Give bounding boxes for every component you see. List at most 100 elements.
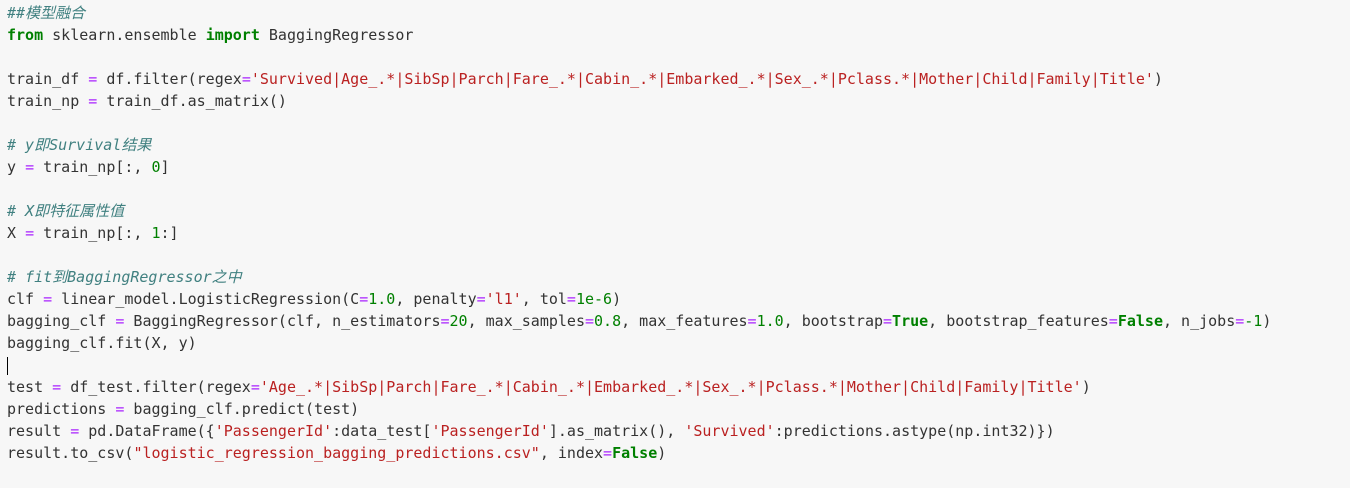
- code-token: # X即特征属性值: [7, 202, 125, 220]
- code-token: , penalty: [395, 290, 477, 308]
- code-line[interactable]: result.to_csv("logistic_regression_baggi…: [7, 442, 1350, 464]
- code-token: train_np[:,: [34, 224, 152, 242]
- code-line[interactable]: from sklearn.ensemble import BaggingRegr…: [7, 24, 1350, 46]
- code-token: 20: [449, 312, 468, 330]
- code-token: , bootstrap_features: [928, 312, 1109, 330]
- code-token: =: [359, 290, 369, 308]
- code-token: predictions: [7, 400, 116, 418]
- code-token: 'Survived|Age_.*|SibSp|Parch|Fare_.*|Cab…: [250, 70, 1154, 88]
- code-line[interactable]: bagging_clf.fit(X, y): [7, 332, 1350, 354]
- code-token: 'Survived': [684, 422, 775, 440]
- code-line[interactable]: result = pd.DataFrame({'PassengerId':dat…: [7, 420, 1350, 442]
- code-token: =: [603, 444, 613, 462]
- code-token: =: [88, 70, 98, 88]
- code-token: , n_jobs: [1162, 312, 1236, 330]
- code-line[interactable]: y = train_np[:, 0]: [7, 156, 1350, 178]
- code-token: linear_model.LogisticRegression(C: [52, 290, 360, 308]
- code-token: 'PassengerId': [431, 422, 549, 440]
- code-token: BaggingRegressor: [259, 26, 414, 44]
- code-token: train_df: [7, 70, 89, 88]
- code-token: 1: [151, 224, 161, 242]
- code-token: =: [115, 400, 125, 418]
- code-token: =: [584, 312, 595, 330]
- code-token: df.filter(regex: [97, 70, 242, 88]
- code-token: , bootstrap: [783, 312, 884, 330]
- code-token: =: [115, 312, 125, 330]
- code-token: =: [883, 312, 893, 330]
- code-token: :data_test[: [332, 422, 432, 440]
- code-token: # fit到BaggingRegressor之中: [7, 268, 242, 286]
- code-token: True: [892, 312, 929, 330]
- code-line[interactable]: [7, 46, 1350, 68]
- code-token: train_np: [7, 92, 89, 110]
- code-token: train_np[:,: [34, 158, 152, 176]
- code-line[interactable]: [7, 244, 1350, 266]
- code-token: =: [1235, 312, 1245, 330]
- code-token: # y即Survival结果: [7, 136, 152, 154]
- code-token: =: [25, 224, 35, 242]
- code-token: ): [612, 290, 622, 308]
- code-token: ]: [160, 158, 170, 176]
- code-line[interactable]: # X即特征属性值: [7, 200, 1350, 222]
- code-token: =: [476, 290, 486, 308]
- code-area[interactable]: ##模型融合 from sklearn.ensemble import Baggi…: [7, 2, 1350, 464]
- code-token: 'Age_.*|SibSp|Parch|Fare_.*|Cabin_.*|Emb…: [259, 378, 1082, 396]
- code-line[interactable]: # y即Survival结果: [7, 134, 1350, 156]
- code-token: 'PassengerId': [214, 422, 333, 440]
- code-token: BaggingRegressor(clf, n_estimators: [124, 312, 441, 330]
- code-token: =: [43, 290, 53, 308]
- code-token: bagging_clf.fit(X, y): [7, 334, 197, 352]
- code-token: =: [241, 70, 251, 88]
- code-token: , max_features: [621, 312, 748, 330]
- code-token: 'l1': [485, 290, 522, 308]
- code-line[interactable]: train_np = train_df.as_matrix(): [7, 90, 1350, 112]
- code-token: =: [52, 378, 62, 396]
- code-token: "logistic_regression_bagging_predictions…: [133, 444, 540, 462]
- code-line[interactable]: test = df_test.filter(regex='Age_.*|SibS…: [7, 376, 1350, 398]
- code-token: df_test.filter(regex: [61, 378, 251, 396]
- code-line[interactable]: bagging_clf = BaggingRegressor(clf, n_es…: [7, 310, 1350, 332]
- code-token: =: [88, 92, 98, 110]
- code-token: ].as_matrix(),: [548, 422, 685, 440]
- code-token: , index: [539, 444, 604, 462]
- code-line[interactable]: clf = linear_model.LogisticRegression(C=…: [7, 288, 1350, 310]
- code-line[interactable]: X = train_np[:, 1:]: [7, 222, 1350, 244]
- code-token: bagging_clf.predict(test): [124, 400, 360, 418]
- code-token: result.to_csv(: [7, 444, 134, 462]
- code-token: -1: [1244, 312, 1263, 330]
- text-cursor: [7, 356, 8, 375]
- code-token: 0.8: [594, 312, 622, 330]
- code-token: False: [612, 444, 658, 462]
- code-line[interactable]: train_df = df.filter(regex='Survived|Age…: [7, 68, 1350, 90]
- code-token: test: [7, 378, 53, 396]
- code-token: result: [7, 422, 71, 440]
- code-line[interactable]: [7, 178, 1350, 200]
- code-token: y: [7, 158, 26, 176]
- code-token: 1.0: [756, 312, 784, 330]
- code-line[interactable]: [7, 112, 1350, 134]
- code-token: :]: [160, 224, 179, 242]
- code-token: ): [1262, 312, 1272, 330]
- code-token: =: [250, 378, 260, 396]
- code-token: import: [205, 26, 260, 44]
- code-token: sklearn.ensemble: [43, 26, 206, 44]
- code-line[interactable]: # fit到BaggingRegressor之中: [7, 266, 1350, 288]
- code-line[interactable]: predictions = bagging_clf.predict(test): [7, 398, 1350, 420]
- code-token: :predictions.astype(np.int32)}): [774, 422, 1055, 440]
- code-token: bagging_clf: [7, 312, 116, 330]
- code-token: =: [70, 422, 80, 440]
- code-token: =: [440, 312, 450, 330]
- code-line[interactable]: [7, 354, 1350, 376]
- code-token: =: [25, 158, 35, 176]
- code-token: ): [1081, 378, 1091, 396]
- code-token: train_df.as_matrix(): [97, 92, 287, 110]
- code-token: ##模型融合: [7, 4, 86, 22]
- code-token: ): [1153, 70, 1163, 88]
- code-token: 0: [151, 158, 161, 176]
- code-token: 1e-6: [575, 290, 613, 308]
- code-token: X: [7, 224, 26, 242]
- code-token: , tol: [521, 290, 567, 308]
- code-line[interactable]: ##模型融合: [7, 2, 1350, 24]
- code-token: 1.0: [368, 290, 396, 308]
